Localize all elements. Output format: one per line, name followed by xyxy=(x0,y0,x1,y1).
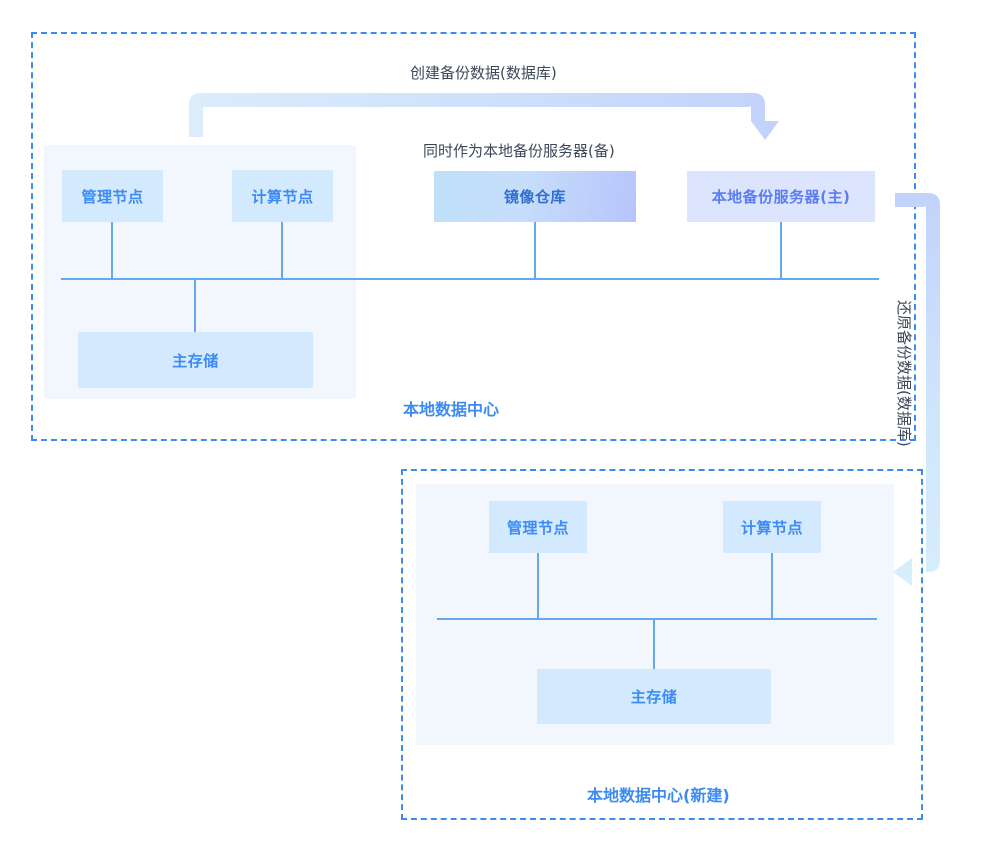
node-local-backup-server-primary[interactable]: 本地备份服务器(主) xyxy=(687,171,875,222)
connector-storage-new xyxy=(653,619,655,670)
connector-compute-new xyxy=(771,553,773,619)
bus-line-new xyxy=(437,618,877,620)
node-compute-new[interactable]: 计算节点 xyxy=(723,501,821,553)
connector-registry-local xyxy=(534,222,536,279)
caption-restore-backup: 还原备份数据(数据库) xyxy=(895,300,913,447)
node-compute-local[interactable]: 计算节点 xyxy=(232,170,333,222)
node-management-local[interactable]: 管理节点 xyxy=(62,170,163,222)
node-image-registry[interactable]: 镜像仓库 xyxy=(434,171,636,222)
bus-line-local xyxy=(61,278,879,280)
connector-backup-server-local xyxy=(780,222,782,279)
caption-also-acts-as-backup: 同时作为本地备份服务器(备) xyxy=(423,142,615,160)
connector-compute-local xyxy=(281,222,283,279)
connector-mgmt-local xyxy=(111,222,113,279)
node-management-new[interactable]: 管理节点 xyxy=(489,501,587,553)
zone-new-datacenter xyxy=(401,469,923,820)
title-new-datacenter: 本地数据中心(新建) xyxy=(587,786,730,805)
node-primary-storage-new[interactable]: 主存储 xyxy=(537,669,771,724)
connector-storage-local xyxy=(194,279,196,333)
node-primary-storage-local[interactable]: 主存储 xyxy=(78,332,313,388)
connector-mgmt-new xyxy=(537,553,539,619)
title-local-datacenter: 本地数据中心 xyxy=(403,400,500,419)
caption-create-backup: 创建备份数据(数据库) xyxy=(410,64,557,82)
